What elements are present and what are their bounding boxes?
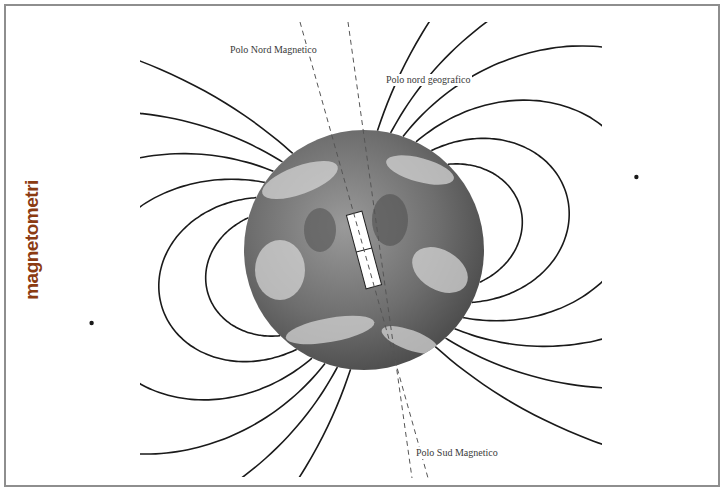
pole-label: Polo Nord Magnetico: [228, 44, 319, 56]
cloud-pattern: [255, 149, 476, 359]
magnetic-axis: [300, 22, 428, 478]
pole-label: Polo nord geografico: [384, 74, 472, 86]
geographic-axis: [348, 22, 412, 478]
field-arrow-dot: [89, 321, 93, 325]
field-arrow-dot: [634, 175, 638, 179]
pole-label: Polo Sud Magnetico: [414, 447, 500, 459]
side-title: magnetometri: [21, 180, 43, 300]
